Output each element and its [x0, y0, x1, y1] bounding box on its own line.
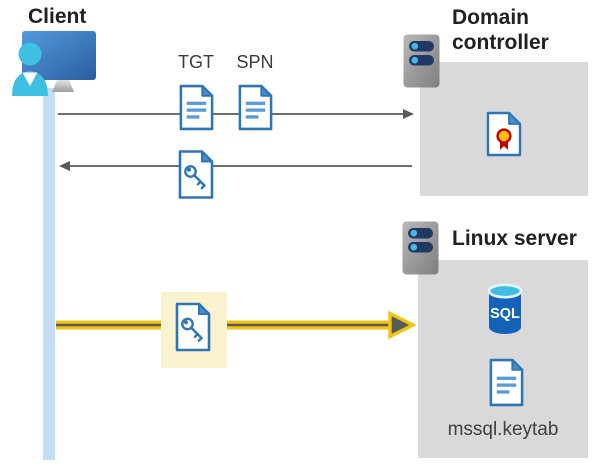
certificate-icon — [486, 111, 522, 157]
key-glyph — [184, 165, 206, 190]
kerberos-auth-arrow — [56, 310, 417, 340]
sql-text: SQL — [490, 306, 520, 322]
ticket-request-arrow — [58, 109, 414, 119]
sql-database-icon: SQL — [487, 283, 523, 334]
client-lifeline — [43, 88, 55, 460]
client-label: Client — [28, 5, 87, 28]
auth-key-document-icon — [175, 302, 211, 352]
client-icon — [12, 31, 96, 96]
key-glyph — [181, 317, 203, 342]
ticket-response-arrow — [59, 161, 412, 171]
keytab-document-icon — [489, 358, 524, 407]
monitor-stand — [52, 80, 74, 92]
monitor-shape — [22, 31, 96, 80]
tgt-document-icon — [179, 84, 214, 131]
linux-server-icon — [402, 221, 439, 275]
tgt-label: TGT — [178, 52, 214, 72]
keytab-filename-label: mssql.keytab — [447, 419, 559, 440]
spn-document-icon — [238, 84, 273, 131]
linux-server-label: Linux server — [452, 227, 577, 250]
key-ticket-document-icon — [178, 150, 214, 199]
domain-controller-label: Domain controller — [452, 6, 549, 54]
spn-label: SPN — [236, 52, 274, 72]
domain-controller-server-icon — [403, 34, 440, 88]
certificate-seal — [496, 128, 512, 144]
person-shape — [12, 42, 48, 96]
